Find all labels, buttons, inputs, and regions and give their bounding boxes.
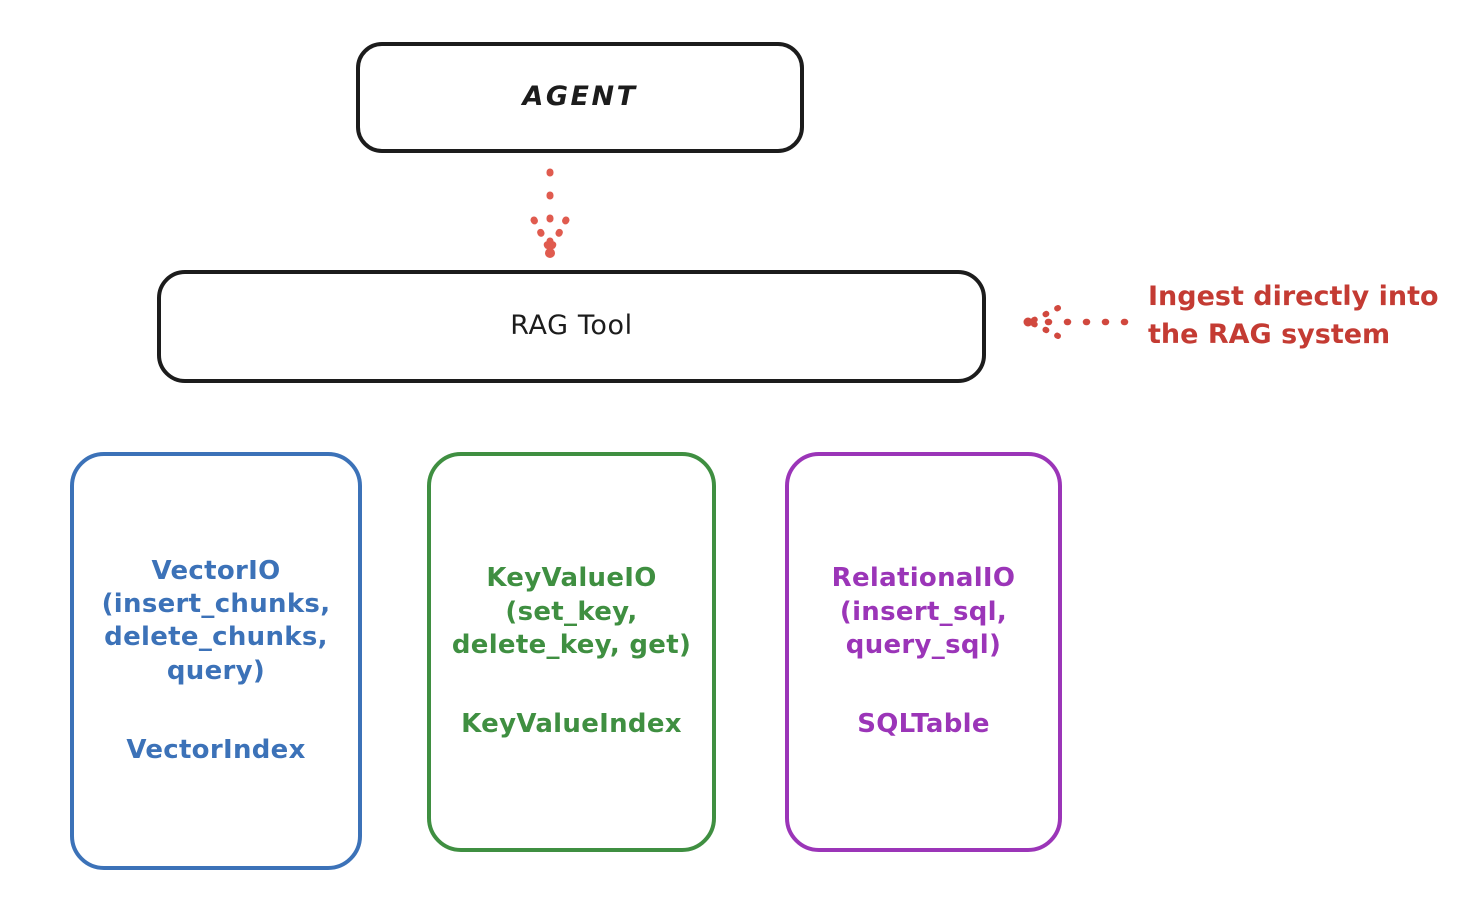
ingest-annotation-label: Ingest directly into the RAG system <box>1148 281 1439 351</box>
relational-io-node-sublabel: SQLTable <box>857 709 990 740</box>
rag-tool-node[interactable]: RAG Tool <box>157 270 986 383</box>
vector-io-node-sublabel: VectorIndex <box>126 734 306 765</box>
rag-tool-node-label: RAG Tool <box>510 310 633 342</box>
vector-io-node[interactable]: VectorIO (insert_chunks, delete_chunks, … <box>70 452 362 870</box>
relational-io-node[interactable]: RelationalIO (insert_sql, query_sql) SQL… <box>785 452 1062 852</box>
key-value-io-node-sublabel: KeyValueIndex <box>461 709 682 740</box>
relational-io-node-label: RelationalIO (insert_sql, query_sql) <box>831 563 1016 660</box>
agent-node[interactable]: AGENT <box>356 42 804 153</box>
vector-io-node-label: VectorIO (insert_chunks, delete_chunks, … <box>101 555 331 686</box>
dotted-arrow-left-icon <box>1023 305 1129 339</box>
dotted-arrow-down-icon <box>530 168 570 258</box>
key-value-io-node-label: KeyValueIO (set_key, delete_key, get) <box>451 563 692 660</box>
agent-node-label: AGENT <box>522 81 638 113</box>
key-value-io-node[interactable]: KeyValueIO (set_key, delete_key, get) Ke… <box>427 452 716 852</box>
